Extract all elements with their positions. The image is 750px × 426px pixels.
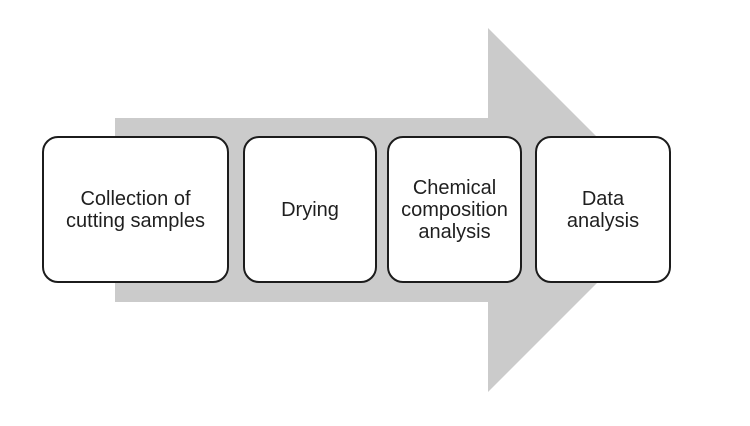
step-label-data-analysis: Data analysis [566,187,640,232]
step-box-chemical-composition-analysis: Chemical composition analysis [387,136,522,283]
step-box-drying: Drying [243,136,377,283]
step-label-collection-of-cutting-samples: Collection of cutting samples [66,187,205,232]
step-box-data-analysis: Data analysis [535,136,671,283]
step-label-drying: Drying [281,198,339,221]
step-label-chemical-composition-analysis: Chemical composition analysis [401,176,508,243]
step-box-collection-of-cutting-samples: Collection of cutting samples [42,136,229,283]
